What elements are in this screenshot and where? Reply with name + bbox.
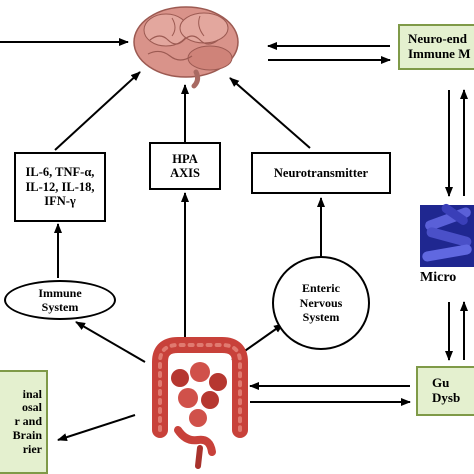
neuro-immune-line-1: Neuro-end <box>408 31 467 47</box>
neurotransmitter-box: Neurotransmitter <box>251 152 391 194</box>
arrow-cytokines-to-brain <box>54 71 141 151</box>
cytokines-line-2: IL-12, IL-18, <box>25 179 95 194</box>
arrow-gut-to-barrier <box>57 414 136 442</box>
arrow-gut-to-immune <box>75 321 146 363</box>
microbiota-label: Micro <box>420 270 456 286</box>
barrier-line-5: rier <box>22 441 42 456</box>
hpa-line-1: HPA <box>172 151 198 166</box>
enteric-line-2: Nervous <box>299 295 343 310</box>
microbiota-text: Micro <box>420 270 457 285</box>
barrier-line-4: Brain <box>12 427 42 442</box>
cytokines-line-3: IFN-γ <box>44 194 76 209</box>
dysbiosis-line-2: Dysb <box>432 390 461 405</box>
bacteria-image <box>420 203 474 267</box>
hpa-line-2: AXIS <box>170 166 200 180</box>
intestine-icon <box>152 337 248 469</box>
enteric-line-1: Enteric <box>301 281 340 296</box>
hpa-axis-box: HPA AXIS <box>149 142 221 190</box>
cytokines-box: IL-6, TNF-α, IL-12, IL-18, IFN-γ <box>14 152 106 222</box>
barrier-line-1: inal <box>22 386 42 401</box>
gut-dysbiosis-box: Gu Dysb <box>416 366 474 416</box>
barrier-line-3: r and <box>14 414 42 429</box>
immune-line-2: System <box>41 300 79 314</box>
cytokines-line-1: IL-6, TNF-α, <box>25 165 95 180</box>
neuro-endocrine-immune-box: Neuro-end Immune M <box>398 24 474 70</box>
enteric-nervous-system-circle: Enteric Nervous System <box>272 256 370 350</box>
arrow-neurotransmitter-to-brain <box>229 77 311 149</box>
brain-icon <box>133 6 239 89</box>
neurotransmitter-label: Neurotransmitter <box>273 165 369 180</box>
immune-system-ellipse: Immune System <box>4 280 116 320</box>
immune-line-1: Immune <box>38 285 82 300</box>
neuro-immune-line-2: Immune M <box>408 46 471 61</box>
enteric-line-3: System <box>302 310 340 325</box>
dysbiosis-line-1: Gu <box>432 375 450 391</box>
barrier-line-2: osal <box>21 400 42 415</box>
intestinal-barrier-box: inal osal r and Brain rier <box>0 370 48 474</box>
